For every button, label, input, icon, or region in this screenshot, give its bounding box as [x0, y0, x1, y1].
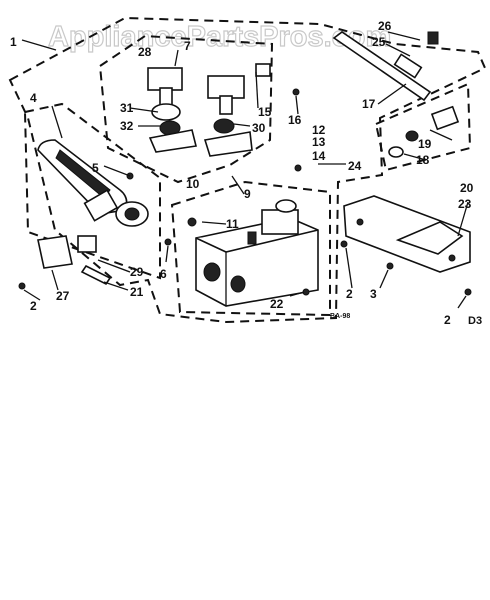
part-number-label: 2	[30, 299, 37, 313]
part-number-label: 27	[56, 289, 70, 303]
part-number-label: 26	[378, 19, 392, 33]
gas-tube-part	[332, 31, 439, 102]
part-number-label: 19	[418, 137, 432, 151]
part-number-label: 21	[130, 285, 144, 299]
burner-group-boundary	[23, 102, 161, 280]
valve-group-boundary	[98, 34, 274, 184]
small-code: BA-98	[330, 313, 350, 320]
part-number-label: 25	[372, 35, 386, 49]
bracket-group-boundary	[374, 82, 472, 172]
part-number-label: 13	[312, 135, 326, 149]
part-number-label: 20	[460, 181, 474, 195]
part-number-label: 18	[416, 153, 430, 167]
part-number-label: 30	[252, 121, 266, 135]
part-number-label: 17	[362, 97, 376, 111]
part-number-label: 9	[244, 187, 251, 201]
part-number-label: 24	[348, 159, 362, 173]
part-number-label: 2	[346, 287, 353, 301]
solenoid-valve-right-part	[203, 63, 271, 157]
part-number-label: 4	[30, 91, 37, 105]
mounting-bracket-part	[343, 195, 471, 273]
assembly-boundary	[8, 16, 487, 324]
part-number-label: 31	[120, 101, 134, 115]
part-number-label: 11	[226, 217, 239, 231]
part-number-label: 7	[184, 39, 191, 53]
fasteners	[18, 88, 472, 296]
part-number-label: 29	[130, 265, 144, 279]
leader-lines	[21, 31, 469, 309]
part-number-label: 2	[444, 313, 451, 327]
part-number-label: 12	[312, 123, 326, 137]
part-number-label: 16	[288, 113, 302, 127]
thermocouple-fitting-part	[388, 105, 460, 158]
gas-valve-body-part	[195, 199, 319, 307]
part-number-label: 28	[138, 45, 152, 59]
part-number-label: 15	[258, 105, 272, 119]
part-number-label: 14	[312, 149, 326, 163]
burner-tube-part	[37, 139, 149, 227]
solenoid-valve-left-part	[147, 67, 197, 153]
part-number-label: 3	[370, 287, 377, 301]
part-number-label: 23	[458, 197, 472, 211]
part-number-label: 6	[160, 267, 167, 281]
part-number-label: 5	[92, 161, 99, 175]
part-number-label: 1	[10, 35, 17, 49]
part-number-label: 10	[186, 177, 200, 191]
diagram-code: D3	[468, 315, 482, 327]
valve-body-boundary	[170, 180, 331, 317]
small-bracket-part	[37, 235, 112, 286]
part-number-label: 32	[120, 119, 134, 133]
part-number-label: 22	[270, 297, 284, 311]
